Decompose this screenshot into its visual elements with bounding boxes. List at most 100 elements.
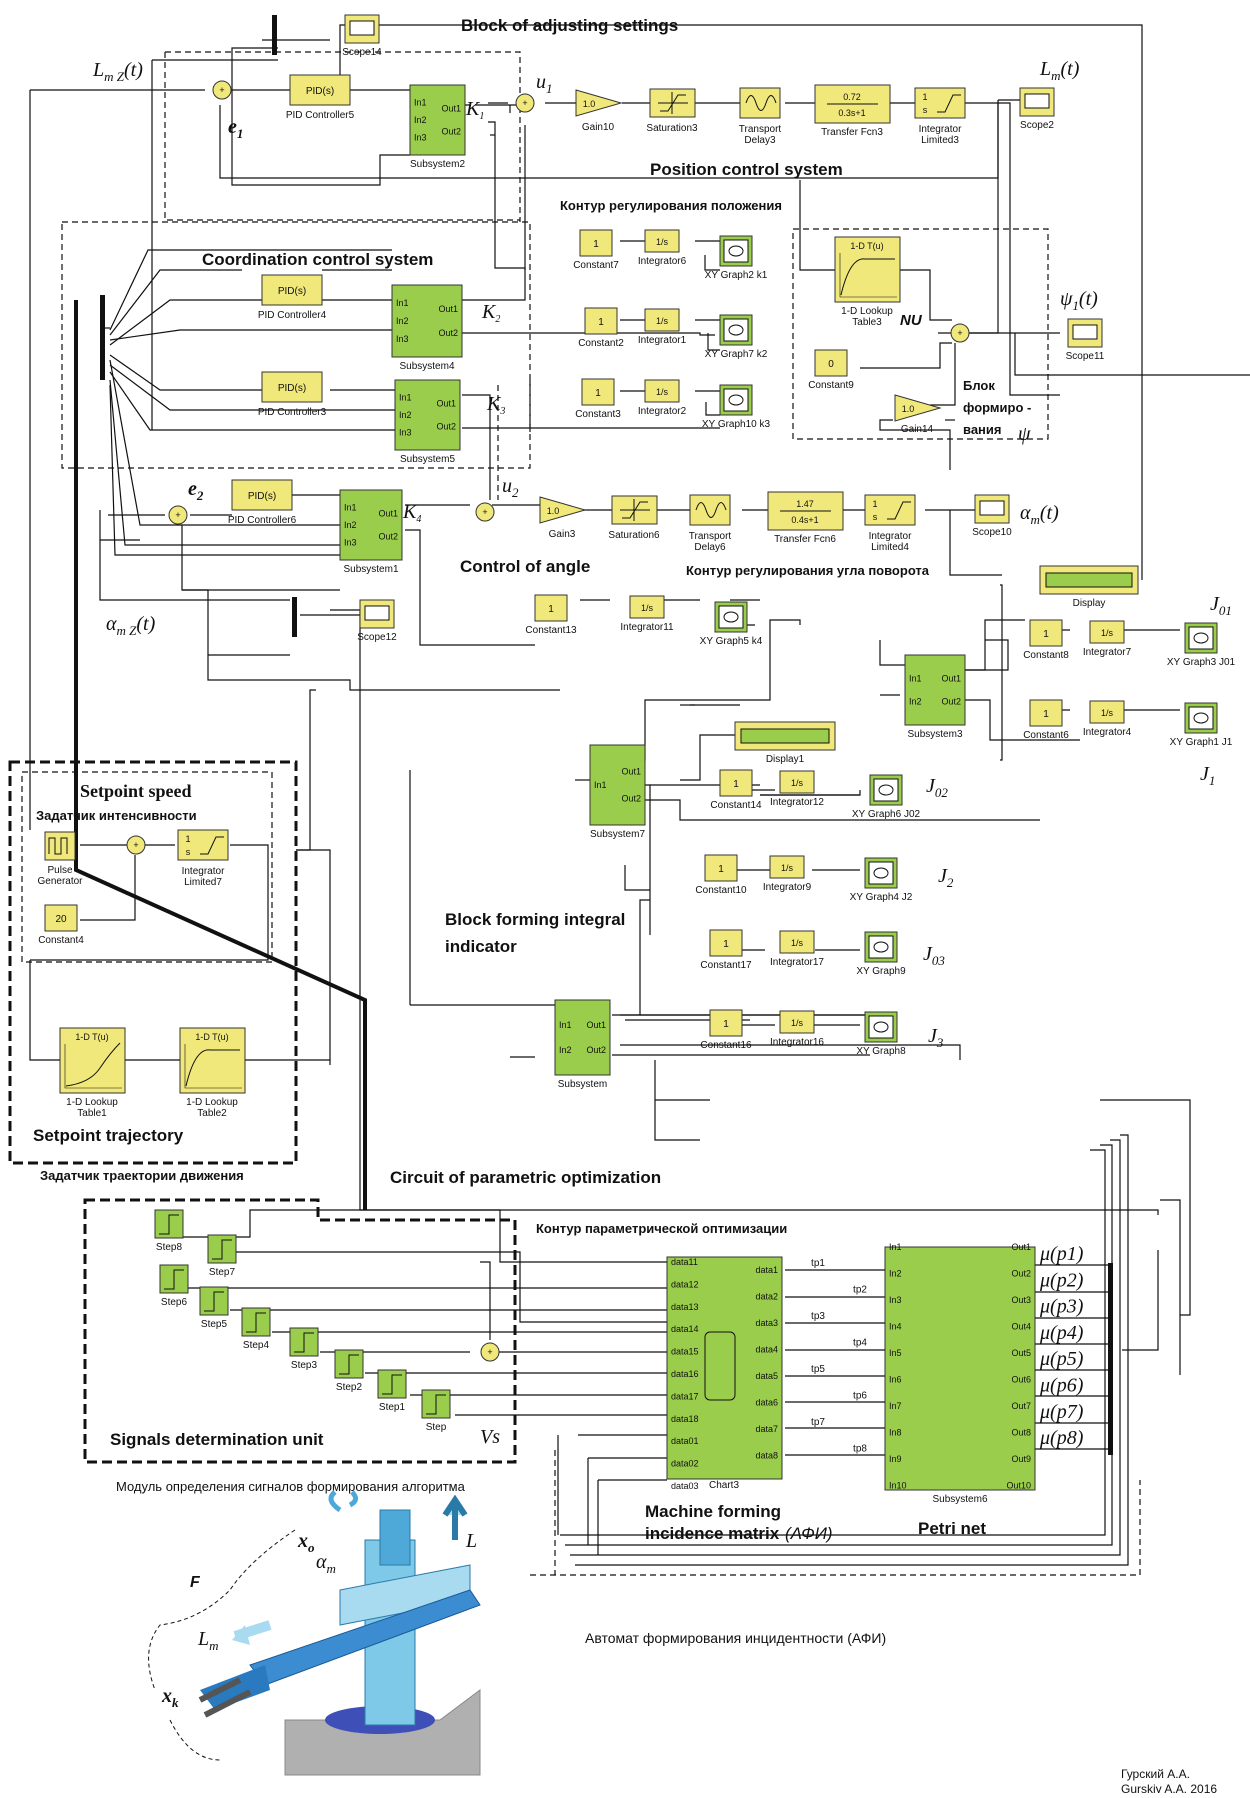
constant10[interactable] [704,854,738,882]
display1-caption: Display1 [766,754,805,765]
sum-u2[interactable] [475,502,495,522]
integrator4[interactable] [1089,700,1125,724]
integrator11[interactable] [629,595,665,619]
transport6[interactable] [689,494,731,526]
label-J02: J02 [926,775,948,800]
sum-speed[interactable] [126,835,146,855]
integ4-caption: Integrator [869,531,912,542]
label-k4: K4 [402,501,421,525]
integrator1[interactable] [644,308,680,332]
petri-port-in: In1 [889,1242,902,1252]
pulse-generator[interactable] [44,831,76,861]
integrator17[interactable] [779,930,815,954]
subsystem3-caption: Subsystem3 [907,729,962,740]
xy-j1-screen-icon [1188,706,1214,730]
lookup1[interactable] [59,1027,126,1094]
integrator16[interactable] [779,1010,815,1034]
pid5[interactable] [289,74,351,106]
pid6-caption: PID Controller6 [228,515,297,526]
step-6-icon [339,1354,359,1375]
integrator12-caption: Integrator12 [770,797,824,808]
scope12-screen-icon [364,605,390,621]
integrator2[interactable] [644,379,680,403]
label-k3: K3 [486,393,505,417]
gain3[interactable] [539,496,587,524]
constant4[interactable] [44,904,78,932]
constant6[interactable] [1029,699,1063,727]
subsystem[interactable] [554,999,611,1076]
integ3-icon [937,94,961,113]
constant14[interactable] [719,769,753,797]
label-F: F [190,1574,201,1591]
constant8[interactable] [1029,619,1063,647]
pid4-caption: PID Controller4 [258,310,327,321]
petri-port-out: Out10 [1006,1481,1031,1491]
label-xk: xk [161,1685,179,1710]
subsystem6[interactable] [884,1246,1036,1491]
integrator9[interactable] [769,855,805,879]
constant14-val: 1 [733,779,739,790]
lookup3[interactable] [834,236,901,303]
integ4-icon [887,501,911,520]
constant7[interactable] [579,229,613,257]
constant16[interactable] [709,1009,743,1037]
lookup2[interactable] [179,1027,246,1094]
subsystem7[interactable] [589,744,646,826]
integrator12[interactable] [779,770,815,794]
lookup1-caption: Table1 [77,1108,107,1119]
xy-j2-screen-icon [868,861,894,885]
transport3-caption: Delay3 [744,135,776,146]
integrator2-caption: Integrator2 [638,406,687,417]
pid6[interactable] [231,479,293,511]
heading-automat: Автомат формирования инцидентности (АФИ) [585,1630,886,1646]
integrator6-caption: Integrator6 [638,256,687,267]
tf3-num: 0.72 [843,92,861,102]
chart3-port-out: data1 [755,1265,778,1275]
transport6-wave-icon [695,502,727,518]
chart3[interactable] [666,1256,783,1480]
xy-k3-trace [728,394,744,406]
subsystem2[interactable] [409,84,466,156]
gain14[interactable] [894,394,942,422]
sum-u1[interactable] [515,93,535,113]
constant6-val: 1 [1043,709,1049,720]
integrator4-lbl: 1/s [1101,708,1114,718]
pid3[interactable] [261,371,323,403]
tf3-caption: Transfer Fcn3 [821,127,883,138]
integrator1-caption: Integrator1 [638,335,687,346]
integrator6[interactable] [644,229,680,253]
constant3[interactable] [581,378,615,406]
integ7[interactable] [177,829,229,861]
subsystem5[interactable] [394,379,461,451]
petri-port-in: In8 [889,1428,902,1438]
integrator7[interactable] [1089,620,1125,644]
integ3[interactable] [914,87,966,119]
step-0-icon [159,1214,179,1235]
transport3[interactable] [739,87,781,119]
subsystem4[interactable] [391,284,463,358]
saturation3-icon [658,92,688,114]
mux-top [272,15,277,55]
pid4[interactable] [261,274,323,306]
lookup3-caption: 1-D Lookup [841,306,893,317]
heading-angle: Control of angle [460,557,590,576]
gain10[interactable] [575,89,623,117]
subsystem1[interactable] [339,489,403,561]
constant13[interactable] [534,594,568,622]
integ4[interactable] [864,494,916,526]
sum-u1-sign: + [522,98,527,108]
author-ru: Гурский А.А. [1121,1767,1190,1781]
sum-e2[interactable] [168,505,188,525]
heading-param-ru: Контур параметрической оптимизации [536,1221,787,1236]
constant17[interactable] [709,929,743,957]
sum-signals[interactable] [480,1342,500,1362]
constant2[interactable] [584,307,618,335]
constant9[interactable] [814,349,848,377]
label-am: αm(t) [1020,502,1059,527]
subsystem3-port: Out2 [941,697,961,707]
subsystem3[interactable] [904,654,966,726]
step-5-caption: Step3 [291,1360,318,1371]
sum-e1[interactable] [212,80,232,100]
sum-psi[interactable] [950,323,970,343]
